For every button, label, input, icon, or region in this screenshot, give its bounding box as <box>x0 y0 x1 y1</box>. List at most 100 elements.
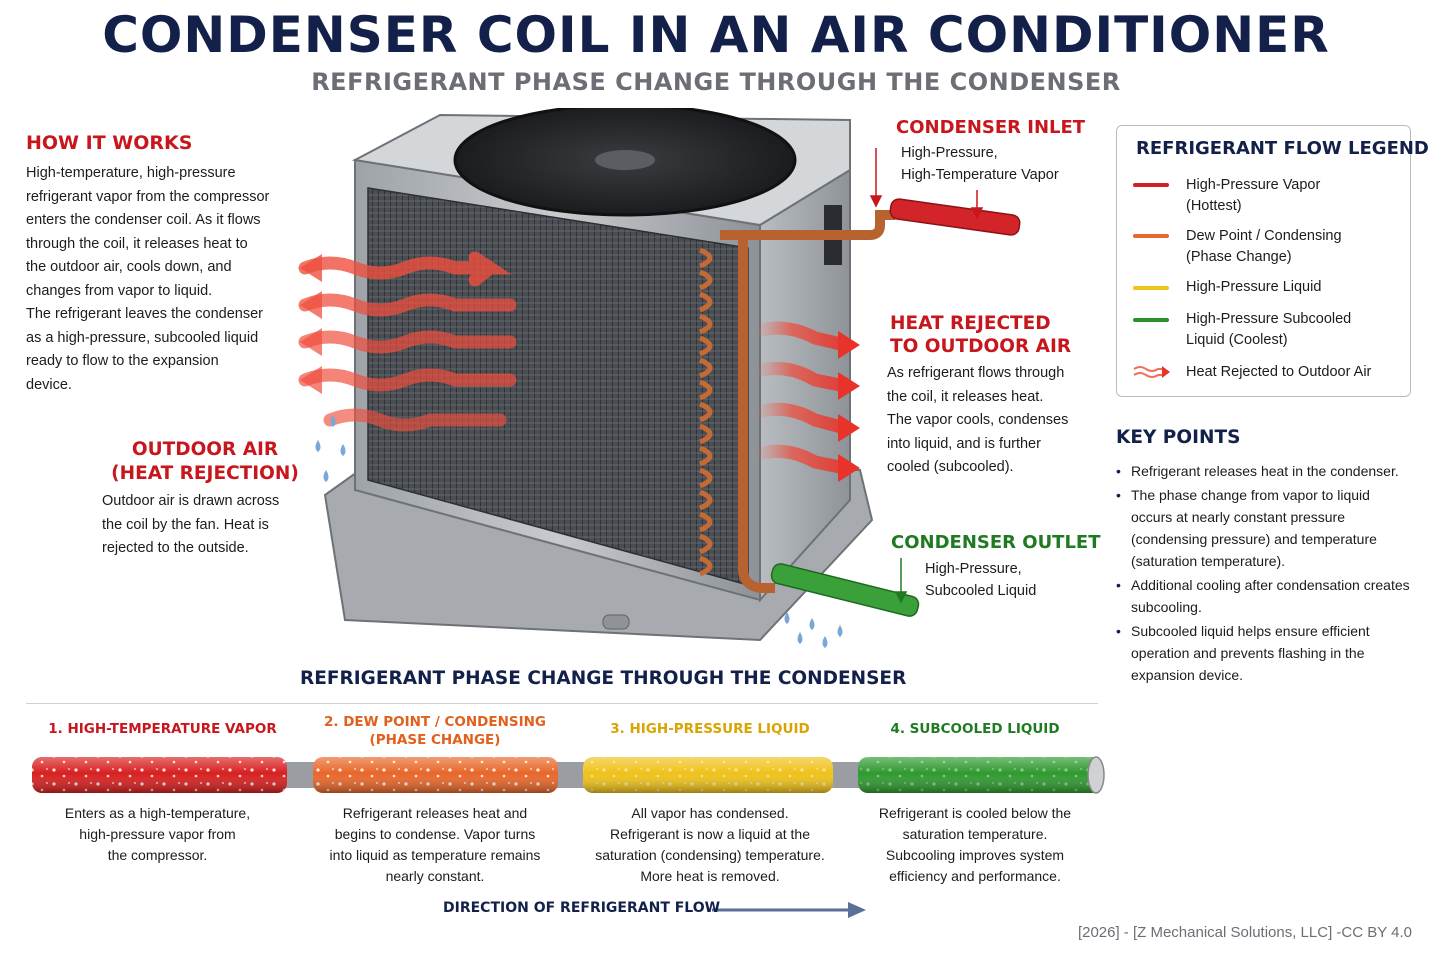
text-line: the compressor. <box>107 847 208 863</box>
text-line: saturation temperature. <box>902 826 1048 842</box>
legend-label: Heat Rejected to Outdoor Air <box>1186 364 1372 380</box>
legend-item-heat: Heat Rejected to Outdoor Air <box>1186 362 1371 383</box>
heat-rejected-heading: HEAT REJECTED TO OUTDOOR AIR <box>890 312 1071 358</box>
text-line: Enters as a high-temperature, <box>64 805 251 821</box>
stage-text-subcooled: Refrigerant is cooled below the saturati… <box>845 803 1105 887</box>
text-line: rejected to the outside. <box>102 540 249 556</box>
text-line: high-pressure vapor from <box>79 826 236 842</box>
text-line: The refrigerant leaves the condenser <box>26 306 263 322</box>
stage-text-liquid: All vapor has condensed. Refrigerant is … <box>580 803 840 887</box>
text-line: Subcooling improves system <box>885 847 1065 863</box>
inlet-pipe <box>889 198 1021 236</box>
text-line: enters the condenser coil. As it flows <box>26 212 261 228</box>
stage-title-line: 4. SUBCOOLED LIQUID <box>890 721 1060 737</box>
text-line: More heat is removed. <box>640 868 780 884</box>
list-item: Refrigerant releases heat in the condens… <box>1114 460 1414 482</box>
text-line: begins to condense. Vapor turns <box>334 826 536 842</box>
list-item: Subcooled liquid helps ensure efficient … <box>1114 620 1414 686</box>
text-line: As refrigerant flows through <box>887 365 1065 381</box>
header-pipe <box>738 235 775 593</box>
legend-item-liquid: High-Pressure Liquid <box>1186 277 1321 298</box>
pipe-coupling <box>283 762 317 788</box>
legend-label: (Phase Change) <box>1186 249 1292 265</box>
text-line: High-temperature, high-pressure <box>26 165 236 181</box>
flow-direction-arrow <box>235 902 866 918</box>
pipe-segment-subcooled <box>858 756 1105 794</box>
heading-line: OUTDOOR AIR <box>131 439 279 460</box>
text-line: saturation (condensing) temperature. <box>595 847 825 863</box>
credit-text: [2026] - [Z Mechanical Solutions, LLC] -… <box>1077 924 1412 941</box>
legend-label: Dew Point / Condensing <box>1186 228 1342 244</box>
legend-swatch-vapor <box>1133 183 1169 187</box>
heading-line: TO OUTDOOR AIR <box>890 336 1072 357</box>
legend-item-subcooled: High-Pressure Subcooled Liquid (Coolest) <box>1186 309 1351 351</box>
text-line: the coil by the fan. Heat is <box>102 516 269 533</box>
text-line: All vapor has condensed. <box>631 805 789 821</box>
legend-label: Liquid (Coolest) <box>1186 332 1288 348</box>
text-line: Outdoor air is drawn across <box>102 493 280 509</box>
pipe-segment-condensing <box>313 757 558 793</box>
legend-swatch-subcooled <box>1133 318 1169 322</box>
pipe-coupling <box>553 762 587 788</box>
stage-title-line: (PHASE CHANGE) <box>369 732 501 748</box>
text-line: ready to flow to the expansion <box>26 353 219 369</box>
stage-title-condensing: 2. DEW POINT / CONDENSING (PHASE CHANGE) <box>305 713 565 749</box>
stage-text-condensing: Refrigerant releases heat and begins to … <box>305 803 565 887</box>
text-line: the outdoor air, cools down, and <box>26 259 232 275</box>
condenser-unit-illustration <box>298 108 1021 648</box>
legend-item-vapor: High-Pressure Vapor (Hottest) <box>1186 175 1320 217</box>
stage-title-liquid: 3. HIGH-PRESSURE LIQUID <box>590 720 830 738</box>
text-line: Refrigerant is now a liquid at the <box>610 826 810 842</box>
legend-box <box>1116 125 1411 397</box>
text-line: the coil, it releases heat. <box>887 388 1044 405</box>
outlet-pipe <box>770 563 920 617</box>
text-line: High-Temperature Vapor <box>901 167 1059 183</box>
text-line: Refrigerant is cooled below the <box>878 805 1072 821</box>
how-it-works-text: High-temperature, high-pressure refriger… <box>26 162 296 397</box>
outlet-pointer-arrow <box>894 558 908 604</box>
stage-title-line: 3. HIGH-PRESSURE LIQUID <box>610 721 810 737</box>
heat-rejected-text: As refrigerant flows through the coil, i… <box>887 362 1087 480</box>
list-item: The phase change from vapor to liquid oc… <box>1114 484 1414 572</box>
heat-arrows-right <box>748 321 860 482</box>
heading-line: (HEAT REJECTION) <box>111 463 299 484</box>
phase-pipe <box>32 756 1105 794</box>
legend-item-condensing: Dew Point / Condensing (Phase Change) <box>1186 226 1342 268</box>
text-line: High-Pressure, <box>901 145 998 161</box>
legend-label: High-Pressure Liquid <box>1186 279 1322 295</box>
text-line: into liquid as temperature remains <box>329 847 541 863</box>
pipe-segment-vapor <box>32 757 287 793</box>
text-line: into liquid, and is further <box>887 435 1041 452</box>
copper-hairpins <box>698 247 713 577</box>
text-line: refrigerant vapor from the compressor <box>26 188 270 205</box>
text-line: changes from vapor to liquid. <box>26 282 213 299</box>
page-title: CONDENSER COIL IN AN AIR CONDITIONER <box>102 6 1330 64</box>
page-subtitle: REFRIGERANT PHASE CHANGE THROUGH THE CON… <box>311 68 1121 96</box>
text-line: Subcooled Liquid <box>925 583 1037 599</box>
text-line: as a high-pressure, subcooled liquid <box>26 329 259 346</box>
legend-swatch-liquid <box>1133 286 1169 290</box>
legend-title: REFRIGERANT FLOW LEGEND <box>1136 138 1429 159</box>
legend-label: High-Pressure Vapor <box>1186 177 1321 193</box>
text-line: through the coil, it releases heat to <box>26 235 248 252</box>
condenser-outlet-heading: CONDENSER OUTLET <box>891 532 1101 553</box>
condenser-outlet-text: High-Pressure, Subcooled Liquid <box>925 558 1036 602</box>
text-line: device. <box>26 376 72 393</box>
drain-fitting <box>602 614 630 630</box>
list-item: Additional cooling after condensation cr… <box>1114 574 1414 618</box>
water-droplets <box>315 415 843 648</box>
text-line: High-Pressure, <box>925 561 1022 577</box>
section-divider <box>26 703 1098 704</box>
text-line: efficiency and performance. <box>889 868 1061 884</box>
text-line: cooled (subcooled). <box>887 459 1014 475</box>
wavy-arrow-icon <box>1133 366 1170 378</box>
stage-text-vapor: Enters as a high-temperature, high-press… <box>35 803 280 866</box>
heat-arrows-left <box>298 251 517 432</box>
inlet-pointer-arrows <box>869 148 984 220</box>
how-it-works-heading: HOW IT WORKS <box>26 132 193 154</box>
pipe-segment-liquid <box>583 757 833 793</box>
fan-hub <box>595 150 655 170</box>
inlet-pipe-copper <box>720 210 895 240</box>
key-points-list: Refrigerant releases heat in the condens… <box>1114 460 1414 688</box>
legend-label: High-Pressure Subcooled <box>1186 311 1352 327</box>
